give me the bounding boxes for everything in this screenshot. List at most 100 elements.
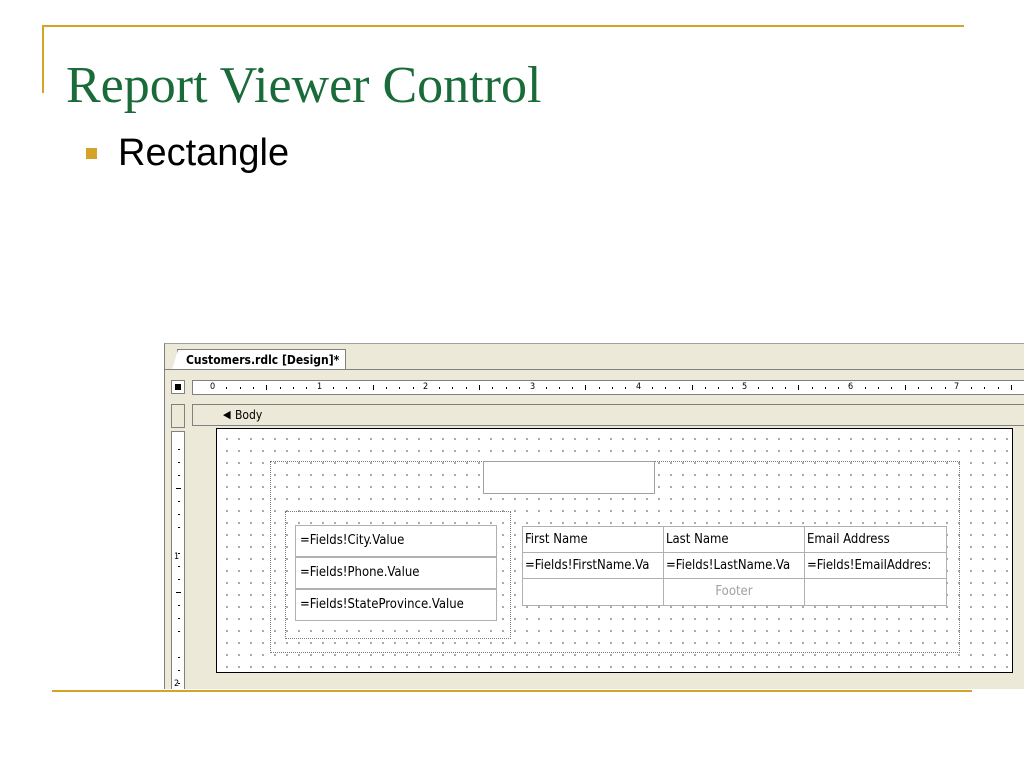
ruler-tick [178,657,180,658]
ruler-tick [178,618,180,619]
ruler-tick [359,387,361,389]
horizontal-ruler: 0 1 2 3 4 5 6 7 [192,380,1024,395]
table-detail-cell[interactable]: =Fields!EmailAddres: [805,553,946,579]
ruler-tick [784,387,786,389]
ruler-tick [178,514,180,515]
vertical-ruler: 1 2 [171,431,185,689]
ruler-tick [811,387,813,389]
report-designer: Customers.rdlc [Design]* 0 1 2 3 4 5 6 7… [164,343,1024,689]
ruler-label: 1 [317,382,323,392]
ruler-tick [178,501,180,502]
ruler-tick [691,385,693,390]
ruler-tick [178,553,180,554]
ruler-label: 3 [530,382,536,392]
table-footer-cell[interactable] [523,579,664,605]
ruler-tick [758,387,760,389]
body-section-bar[interactable]: ◀ Body [192,404,1024,426]
vertical-ruler-header [171,404,185,428]
ruler-label: 4 [636,382,642,392]
ruler-tick [292,387,294,389]
ruler-tick [178,579,180,580]
ruler-tick [798,385,800,390]
ruler-tick [558,387,560,389]
ruler-label: 6 [848,382,854,392]
ruler-tick [479,385,480,390]
ruler-tick [226,387,228,389]
ruler-tick [878,387,879,389]
ruler-corner-button[interactable] [171,380,185,394]
ruler-tick [178,527,180,528]
ruler-tick [372,385,374,390]
ruler-tick [625,387,627,389]
canvas-bottom-margin [216,673,1024,689]
ruler-tick [944,387,946,389]
ruler-tick [665,387,667,389]
ruler-tick [505,387,507,389]
bullet-icon [86,148,97,159]
table-footer-cell[interactable]: Footer [664,579,805,605]
ruler-tick [439,387,441,389]
table-header-cell[interactable]: First Name [523,527,664,553]
table-detail-cell[interactable]: =Fields!FirstName.Va [523,553,664,579]
ruler-tick [931,387,933,389]
slide-title: Report Viewer Control [66,57,542,114]
ruler-tick [492,387,494,389]
table-footer-cell[interactable] [805,579,946,605]
ruler-tick [332,387,334,389]
table-header-cell[interactable]: Last Name [664,527,805,553]
table-header-cell[interactable]: Email Address [805,527,946,553]
ruler-tick [178,631,180,632]
bullet-text: Rectangle [118,132,290,174]
ruler-tick [997,387,999,389]
ruler-tick [678,387,680,389]
tab-strip: Customers.rdlc [Design]* [165,344,1024,370]
tab-customers-design[interactable]: Customers.rdlc [Design]* [171,349,347,370]
ruler-tick [598,387,600,389]
field-textbox-phone[interactable]: =Fields!Phone.Value [295,557,497,589]
ruler-tick [176,488,181,489]
slide-frame-top [42,25,964,27]
ruler-tick [279,387,281,389]
field-textbox-stateprovince[interactable]: =Fields!StateProvince.Value [295,589,497,621]
ruler-tick [239,387,241,389]
ruler-tick [824,387,826,389]
field-textbox-city[interactable]: =Fields!City.Value [295,525,497,557]
ruler-tick [705,387,707,389]
ruler-tick [904,385,906,390]
ruler-label: 5 [742,382,748,392]
ruler-tick [984,387,986,389]
ruler-tick [252,387,254,389]
ruler-tick [412,387,414,389]
ruler-label: 0 [210,382,216,392]
ruler-tick [385,387,387,389]
tab-divider [165,369,1024,370]
ruler-tick [518,387,520,389]
rectangle-inner[interactable] [285,511,511,639]
ruler-tick [838,387,840,389]
ruler-tick [572,387,574,389]
ruler-tick [971,387,973,389]
ruler-tick [178,605,180,606]
ruler-tick [612,387,613,389]
ruler-tick [864,387,866,389]
ruler-tick [651,387,653,389]
ruler-tick [891,387,893,389]
ruler-label: 1 [174,552,180,562]
ruler-tick [178,449,180,450]
ruler-tick [178,566,180,567]
ruler-tick [176,592,181,593]
table-detail-cell[interactable]: =Fields!LastName.Va [664,553,805,579]
ruler-tick [771,387,773,389]
ruler-tick [545,387,547,389]
ruler-tick [718,387,720,389]
ruler-tick [178,462,180,463]
empty-textbox[interactable] [483,461,655,494]
section-arrow-icon: ◀ [223,408,231,421]
section-label: Body [235,408,263,422]
ruler-label: 7 [954,382,960,392]
customers-table[interactable]: First Name Last Name Email Address =Fiel… [522,526,947,606]
slide-frame-left [42,25,44,93]
ruler-tick [346,387,347,389]
ruler-tick [1011,385,1012,390]
ruler-tick [452,387,454,389]
